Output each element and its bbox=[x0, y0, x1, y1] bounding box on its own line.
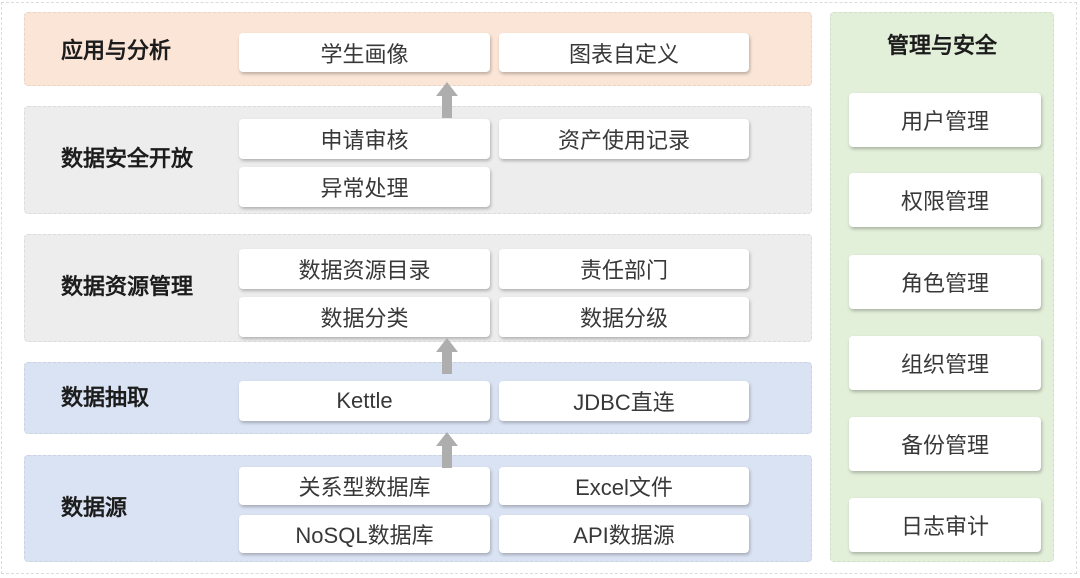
layer-title: 应用与分析 bbox=[61, 38, 172, 63]
panel-management-security: 管理与安全 用户管理 权限管理 角色管理 组织管理 备份管理 日志审计 bbox=[830, 12, 1054, 562]
layer-title: 数据安全开放 bbox=[61, 146, 194, 171]
arrow-up-icon bbox=[436, 82, 458, 118]
layer-data-security-open: 数据安全开放 申请审核 资产使用记录 异常处理 bbox=[24, 106, 812, 214]
module-asset-usage-records: 资产使用记录 bbox=[499, 119, 749, 159]
module-data-grading: 数据分级 bbox=[499, 297, 749, 337]
layer-data-sources: 数据源 关系型数据库 Excel文件 NoSQL数据库 API数据源 bbox=[24, 455, 812, 562]
module-organization-management: 组织管理 bbox=[849, 336, 1041, 390]
module-data-classification: 数据分类 bbox=[239, 297, 490, 337]
module-jdbc-direct: JDBC直连 bbox=[499, 381, 749, 421]
module-log-audit: 日志审计 bbox=[849, 498, 1041, 552]
module-relational-db: 关系型数据库 bbox=[239, 467, 490, 505]
module-exception-handling: 异常处理 bbox=[239, 167, 490, 207]
layer-data-extraction: 数据抽取 Kettle JDBC直连 bbox=[24, 362, 812, 434]
layer-application-analysis: 应用与分析 学生画像 图表自定义 bbox=[24, 12, 812, 86]
module-api-source: API数据源 bbox=[499, 515, 749, 553]
module-nosql-db: NoSQL数据库 bbox=[239, 515, 490, 553]
layer-data-resource-management: 数据资源管理 数据资源目录 责任部门 数据分类 数据分级 bbox=[24, 234, 812, 342]
module-user-management: 用户管理 bbox=[849, 93, 1041, 147]
module-kettle: Kettle bbox=[239, 381, 490, 421]
module-data-resource-catalog: 数据资源目录 bbox=[239, 249, 490, 289]
module-application-review: 申请审核 bbox=[239, 119, 490, 159]
module-permission-management: 权限管理 bbox=[849, 173, 1041, 227]
module-responsible-department: 责任部门 bbox=[499, 249, 749, 289]
layer-title: 数据抽取 bbox=[61, 385, 150, 410]
module-student-portrait: 学生画像 bbox=[239, 33, 490, 72]
layer-title: 数据资源管理 bbox=[61, 274, 194, 299]
module-role-management: 角色管理 bbox=[849, 255, 1041, 309]
arrow-up-icon bbox=[436, 338, 458, 374]
module-excel-files: Excel文件 bbox=[499, 467, 749, 505]
arrow-up-icon bbox=[436, 432, 458, 468]
panel-title: 管理与安全 bbox=[886, 33, 997, 58]
module-backup-management: 备份管理 bbox=[849, 417, 1041, 471]
module-custom-charts: 图表自定义 bbox=[499, 33, 749, 72]
layer-title: 数据源 bbox=[61, 495, 128, 520]
